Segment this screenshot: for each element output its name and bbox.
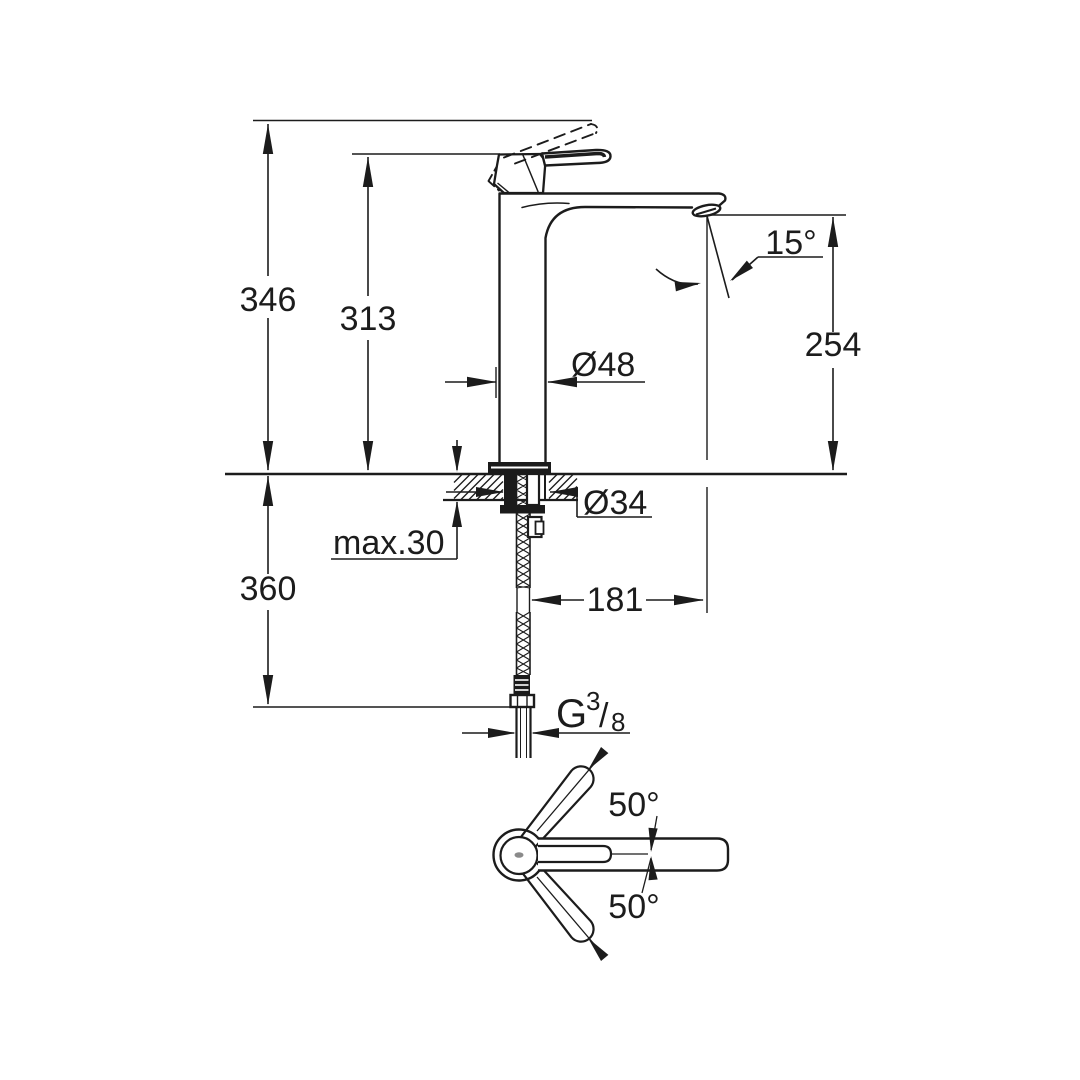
spout-angle-label: 15° — [765, 224, 816, 262]
angle-lead-down — [641, 857, 652, 894]
mounting-stud-left — [504, 474, 516, 505]
hatch-line — [492, 489, 504, 500]
body-highlight-line — [521, 202, 570, 209]
brand-logo-mark — [514, 852, 524, 858]
hatch-line — [548, 474, 574, 499]
arrowhead — [476, 487, 504, 497]
faucet-handle — [487, 123, 612, 195]
dimension-labels: 346 313 254 15° Ø48 Ø34 max.30 360 181 G… — [240, 224, 862, 926]
dim-spout-height-label: 254 — [805, 326, 862, 364]
faucet-body — [488, 192, 727, 474]
arrowhead — [262, 441, 274, 471]
faucet-side-view — [225, 123, 847, 758]
arrowhead — [262, 675, 274, 705]
hub-outer-ring — [492, 828, 541, 882]
max-counter-thickness-label: max.30 — [333, 524, 445, 562]
spout-underside-edge — [544, 205, 694, 464]
hatch-line — [555, 478, 578, 500]
dim-lever-height-label: 313 — [340, 300, 397, 338]
handle-neck-top-view — [538, 844, 613, 864]
body-outer-edge — [498, 192, 727, 464]
arrowhead — [452, 501, 462, 527]
arrowhead — [262, 476, 274, 506]
thread-size-label: G 3 / 8 — [556, 686, 625, 737]
mounting-hardware — [500, 472, 546, 758]
hatch-line — [453, 474, 463, 483]
hatch-line — [460, 474, 487, 500]
dim-hose-drop-label: 360 — [240, 570, 297, 608]
connection-nut — [509, 693, 536, 709]
arrowhead — [648, 827, 658, 852]
hose-fitting-detail — [534, 520, 545, 535]
mounting-stud-right — [525, 472, 541, 507]
handle-hub-detail — [497, 182, 510, 194]
hatch-line — [548, 474, 558, 483]
arrowhead — [550, 487, 578, 497]
dim-spout-reach-label: 181 — [587, 581, 644, 619]
arrowhead — [452, 446, 462, 472]
hose-braid-pattern — [516, 473, 531, 589]
arrowhead — [488, 728, 516, 738]
arrowhead — [674, 594, 704, 606]
arrowhead — [827, 441, 839, 471]
body-diameter-label: Ø48 — [571, 346, 635, 384]
arrowhead — [648, 856, 658, 881]
handle-angle-bottom-label: 50° — [608, 888, 659, 926]
arrowhead — [262, 124, 274, 154]
handle-raised-dashed — [503, 123, 592, 159]
handle-raised-tip-dashed — [590, 123, 599, 134]
arrowhead — [531, 728, 559, 738]
dim-total-height-label: 346 — [240, 281, 297, 319]
hatch-line — [468, 474, 495, 500]
arrowhead — [467, 376, 497, 388]
hole-diameter-label: Ø34 — [583, 484, 647, 522]
handle-raised-dashed — [488, 180, 500, 192]
aerator-detail — [695, 207, 717, 216]
handle-top-view — [492, 750, 730, 958]
hose-braid-pattern — [516, 611, 531, 676]
handle-raised-dashed — [514, 132, 597, 165]
handle-lever-shading — [544, 151, 607, 159]
arrowhead — [674, 281, 701, 292]
dimension-arrowheads — [262, 124, 839, 962]
arrowhead — [547, 376, 577, 388]
mounting-washer — [500, 505, 545, 514]
handle-raised-dashed — [487, 166, 498, 182]
arrowhead — [531, 594, 561, 606]
hatch-line — [548, 474, 566, 491]
arrowhead — [362, 441, 374, 471]
stream-angled-line — [706, 215, 730, 299]
handle-angle-top-label: 50° — [608, 786, 659, 824]
dimension-lines — [253, 119, 846, 734]
arrowhead — [362, 157, 374, 187]
hatch-line — [453, 474, 479, 499]
arrowhead — [588, 938, 609, 962]
arrowhead — [588, 746, 609, 770]
arrowhead — [827, 217, 839, 247]
hatch-line — [453, 474, 471, 491]
arrowhead — [730, 260, 754, 281]
